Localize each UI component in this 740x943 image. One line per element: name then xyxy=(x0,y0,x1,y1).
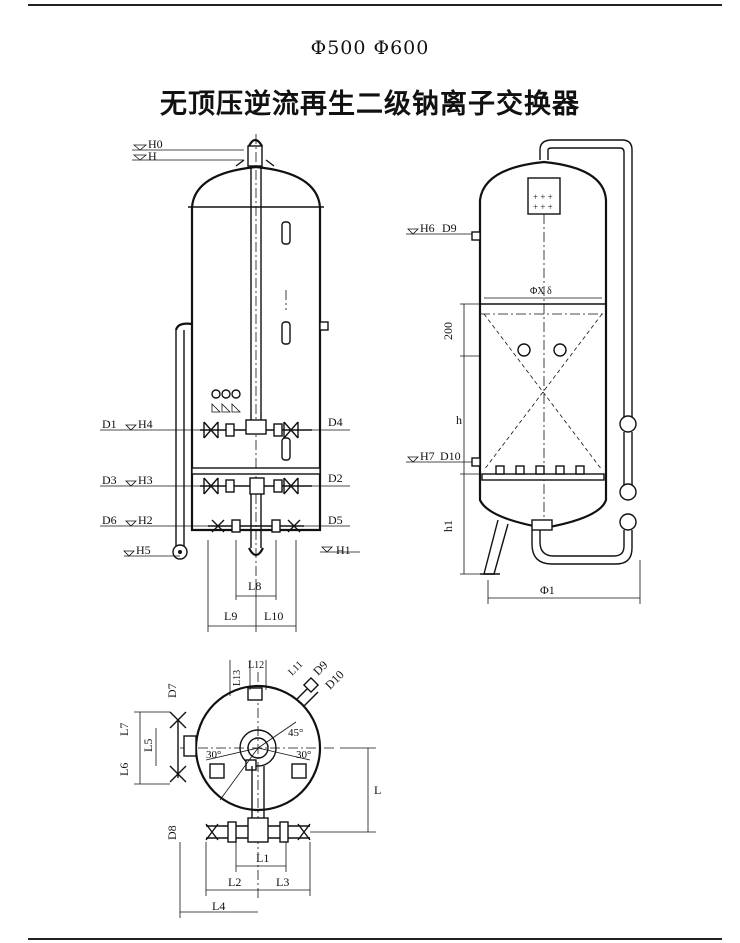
svg-text:+ + +: + + + xyxy=(533,202,553,212)
label-L9: L9 xyxy=(224,609,237,623)
pipe-valve-upper xyxy=(619,415,637,433)
drawing-title: 无顶压逆流再生二级钠离子交换器 xyxy=(160,89,580,120)
label-H1: H1 xyxy=(336,543,351,557)
label-H: H xyxy=(148,149,157,163)
front-view xyxy=(100,134,360,632)
label-L2: L2 xyxy=(228,875,241,889)
valve-row-h4 xyxy=(200,419,312,439)
valve-row-h2 xyxy=(208,519,304,533)
label-L1: L1 xyxy=(256,851,269,865)
label-L3: L3 xyxy=(276,875,289,889)
model-sizes: Φ500 Φ600 xyxy=(310,37,430,59)
label-D3: D3 xyxy=(102,473,117,487)
side-view: + + + + + + xyxy=(406,139,641,604)
label-H0: H0 xyxy=(148,137,163,151)
label-D10-side: D10 xyxy=(440,449,461,463)
label-L11: L11 xyxy=(286,659,305,678)
nozzle-d9 xyxy=(471,231,481,241)
label-D1: D1 xyxy=(102,417,117,431)
bottom-border-rule xyxy=(28,938,722,940)
front-support-plate xyxy=(191,467,321,475)
side-support-plate xyxy=(481,473,605,481)
nozzle-d10 xyxy=(471,457,481,467)
label-diameter-thickness: ΦX δ xyxy=(530,286,552,297)
pipe-valve-low xyxy=(619,513,637,531)
label-H3: H3 xyxy=(138,473,153,487)
label-angle-30-right: 30° xyxy=(296,749,311,761)
front-left-levels xyxy=(100,144,244,557)
top-border-rule xyxy=(28,4,722,6)
front-bottom-dims xyxy=(207,540,297,632)
label-D9-side: D9 xyxy=(442,221,457,235)
label-L8: L8 xyxy=(248,579,261,593)
label-L12: L12 xyxy=(248,660,264,671)
side-vessel-shell xyxy=(478,160,608,530)
pipe-valve-mid xyxy=(619,483,637,501)
label-D9-plan: D9 xyxy=(310,658,330,678)
label-D4: D4 xyxy=(328,415,343,429)
label-L6: L6 xyxy=(117,763,131,776)
label-H2: H2 xyxy=(138,513,153,527)
svg-text:+ + +: + + + xyxy=(533,192,553,202)
label-H5: H5 xyxy=(136,543,151,557)
label-h1: h1 xyxy=(441,520,455,532)
label-h: h xyxy=(456,413,462,427)
label-200: 200 xyxy=(441,322,455,340)
label-L10: L10 xyxy=(264,609,283,623)
valve-row-h3 xyxy=(200,477,312,495)
label-H4: H4 xyxy=(138,417,153,431)
label-D8: D8 xyxy=(165,825,179,840)
label-H6: H6 xyxy=(420,221,435,235)
label-H7: H7 xyxy=(420,449,435,463)
label-angle-45: 45° xyxy=(288,727,303,739)
label-L: L xyxy=(374,783,381,797)
plan-view xyxy=(134,660,376,918)
plan-dims xyxy=(134,660,376,918)
side-vertical-dims xyxy=(460,303,480,575)
top-nozzle xyxy=(247,145,263,167)
label-D6: D6 xyxy=(102,513,117,527)
pressure-gauges xyxy=(211,389,241,413)
label-angle-30-left: 30° xyxy=(206,749,221,761)
label-L13: L13 xyxy=(232,670,243,686)
label-L5: L5 xyxy=(141,739,155,752)
label-L7: L7 xyxy=(117,723,131,736)
front-vessel-shell xyxy=(190,165,322,532)
label-phi1: Φ1 xyxy=(540,583,555,597)
label-L4: L4 xyxy=(212,899,225,913)
front-right-levels xyxy=(302,429,360,553)
support-leg xyxy=(483,519,509,575)
label-D5: D5 xyxy=(328,513,343,527)
label-D2: D2 xyxy=(328,471,343,485)
label-D7: D7 xyxy=(165,683,179,698)
